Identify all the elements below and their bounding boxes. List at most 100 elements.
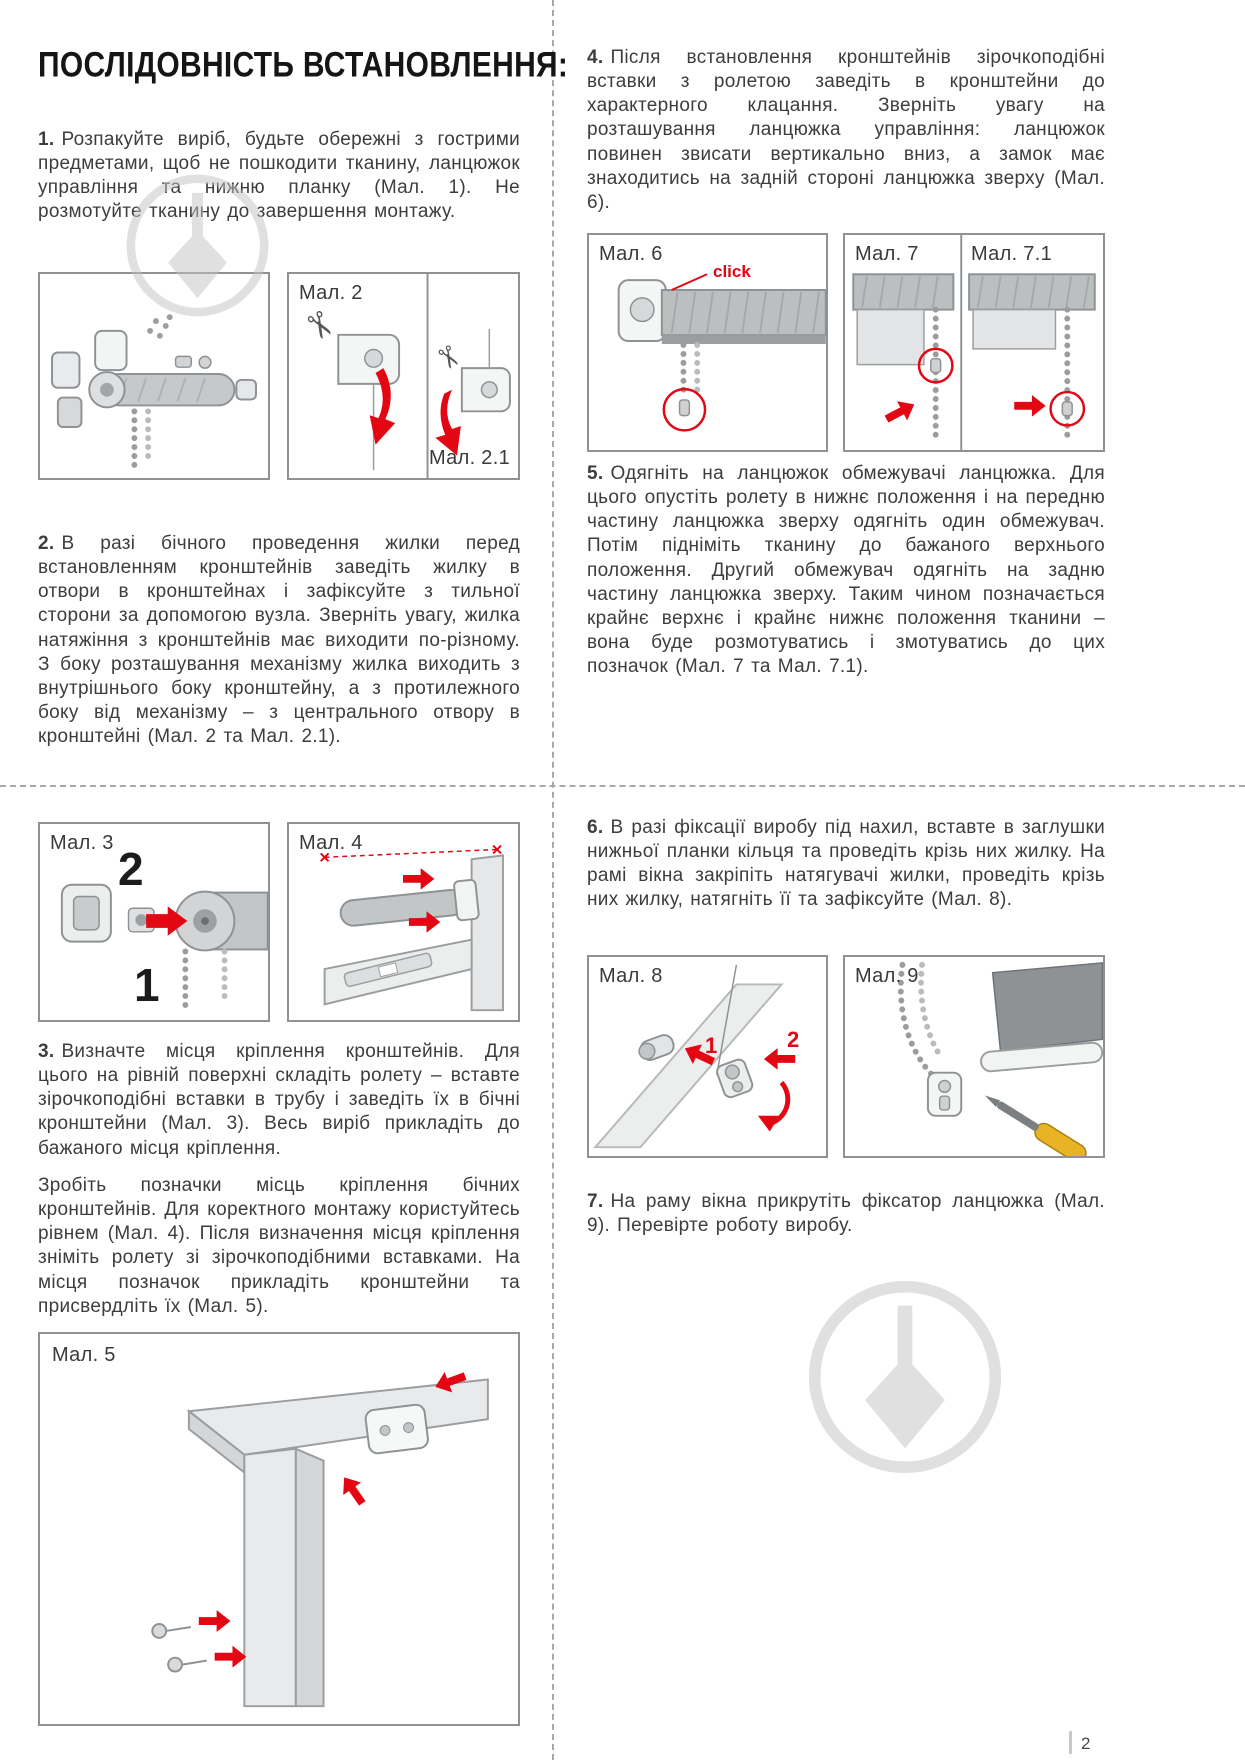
screws-icon <box>151 1623 207 1673</box>
click-leader-line <box>671 273 708 291</box>
window-frame <box>470 854 504 1012</box>
step-3-text: Визначте місця кріплення кронштейнів. Дл… <box>38 1041 520 1159</box>
red-arrow-icon <box>763 1048 796 1070</box>
figure-2-label: Мал. 2 <box>299 282 363 304</box>
red-arrow-icon <box>214 1645 247 1668</box>
figure-7-label: Мал. 7 <box>855 243 919 265</box>
step-6-text: В разі фіксації виробу під нахил, вставт… <box>587 817 1105 911</box>
figure-6-label: Мал. 6 <box>599 243 663 265</box>
step-2-text: В разі бічного проведення жилки перед вс… <box>38 533 520 747</box>
bracket-part <box>51 351 81 389</box>
paragraph-step-6: 6.В разі фіксації виробу під нахил, вста… <box>587 816 1105 913</box>
brand-watermark <box>800 1272 1010 1482</box>
figure-2-drawing: ✂ ✂ <box>295 274 511 478</box>
figure-9-drawing <box>897 961 1103 1156</box>
red-arrow-icon <box>435 1371 467 1393</box>
step-6-number: 6. <box>587 817 604 838</box>
red-highlight-circle <box>917 347 954 384</box>
step-4-number: 4. <box>587 47 604 68</box>
figure-3-drawing <box>60 883 268 1016</box>
figure-8-box: Мал. 8 1 2 <box>587 955 828 1158</box>
page-number-divider <box>1069 1731 1072 1754</box>
figure-1-drawing <box>51 314 257 472</box>
step-3b-text: Зробіть позначки місць кріплення бічних … <box>38 1175 520 1317</box>
red-arrow-icon <box>369 368 396 445</box>
scissors-icon: ✂ <box>295 303 344 348</box>
figure-5-label: Мал. 5 <box>52 1344 116 1366</box>
step-4-text: Після встановлення кронштейнів зірочкопо… <box>587 47 1105 213</box>
red-arrow-icon <box>343 1477 366 1506</box>
fabric-panel <box>856 308 925 366</box>
figure-2-box: ✂ ✂ Мал. 2 Мал. 2.1 <box>287 272 520 480</box>
figure-3-label: Мал. 3 <box>50 832 114 854</box>
step-1-text: Розпакуйте виріб, будьте обережні з гост… <box>38 129 520 223</box>
step-7-number: 7. <box>587 1191 604 1212</box>
cut-line-horizontal <box>0 785 1245 787</box>
red-arrow-icon <box>884 401 915 423</box>
step-1-number: 1. <box>38 129 55 150</box>
step-5-text: Одягніть на ланцюжок обмежувачі ланцюжка… <box>587 463 1105 677</box>
figure-6-drawing <box>617 273 826 432</box>
figure-3-step-2: 2 <box>118 843 144 895</box>
window-frame-side <box>243 1447 297 1708</box>
fabric-panel <box>991 962 1103 1052</box>
chain-stop <box>930 357 942 374</box>
figure-8-label: Мал. 8 <box>599 965 663 987</box>
paragraph-step-3b: Зробіть позначки місць кріплення бічних … <box>38 1174 520 1319</box>
figure-3-box: Мал. 3 2 1 <box>38 822 270 1022</box>
brand-watermark <box>120 168 275 323</box>
figure-9-box: Мал. 9 <box>843 955 1105 1158</box>
figure-8-drawing <box>593 964 796 1149</box>
step-2-number: 2. <box>38 533 55 554</box>
red-arrow-icon <box>435 389 461 456</box>
chain-stop <box>1061 401 1073 417</box>
screwdriver-icon <box>984 1095 1087 1156</box>
figure-4-drawing <box>319 844 504 1012</box>
roller-tube <box>852 273 955 311</box>
figure-7-drawing <box>852 235 1096 450</box>
figure-2-1-label: Мал. 2.1 <box>429 447 510 469</box>
cord-line <box>716 964 738 1075</box>
figure-3-step-1: 1 <box>134 959 160 1011</box>
step-7-text: На раму вікна прикрутіть фіксатор ланцюж… <box>587 1191 1105 1237</box>
red-arrow-icon <box>1014 395 1046 417</box>
cord-tensioner-part <box>716 1058 754 1099</box>
figure-4-box: Мал. 4 <box>287 822 520 1022</box>
figure-9-label: Мал. 9 <box>855 965 919 987</box>
roller-tube <box>339 888 465 927</box>
chain-fixator-part <box>926 1071 963 1117</box>
click-label: click <box>713 262 751 281</box>
figure-4-label: Мал. 4 <box>299 832 363 854</box>
cut-line-vertical <box>552 0 554 1760</box>
paragraph-step-7: 7.На раму вікна прикрутіть фіксатор ланц… <box>587 1190 1105 1238</box>
fabric-panel <box>972 308 1057 350</box>
bottom-bar <box>980 1041 1103 1073</box>
paragraph-step-2: 2.В разі бічного проведення жилки перед … <box>38 532 520 749</box>
red-highlight-circle <box>1049 390 1086 427</box>
paragraph-step-1: 1.Розпакуйте виріб, будьте обережні з го… <box>38 128 520 225</box>
figure-5-drawing <box>151 1371 489 1708</box>
screws-icon <box>147 314 173 339</box>
page-number: 2 <box>1081 1734 1091 1753</box>
step-5-number: 5. <box>587 463 604 484</box>
paragraph-step-5: 5.Одягніть на ланцюжок обмежувачі ланцюж… <box>587 462 1105 679</box>
x-marks <box>319 844 502 862</box>
window-frame <box>593 983 784 1149</box>
figure-7-box: Мал. 7 Мал. 7.1 <box>843 233 1105 452</box>
red-arrow-icon <box>408 911 441 933</box>
page-title: ПОСЛІДОВНІСТЬ ВСТАНОВЛЕННЯ: <box>38 46 569 85</box>
red-arrow-icon <box>684 1044 716 1066</box>
paragraph-step-3a: 3.Визначте місця кріплення кронштейнів. … <box>38 1040 520 1161</box>
chain-connector <box>678 399 691 417</box>
red-arrow-icon <box>146 906 188 936</box>
bead-chain <box>897 961 935 1078</box>
window-frame-top <box>186 1378 489 1456</box>
red-arrow-icon <box>198 1610 231 1632</box>
paragraph-step-4: 4.Після встановлення кронштейнів зірочко… <box>587 46 1105 215</box>
figure-7-1-label: Мал. 7.1 <box>971 243 1052 265</box>
figure-5-box: Мал. 5 <box>38 1332 520 1726</box>
bracket-part <box>364 1403 429 1455</box>
figure-8-step-2: 2 <box>787 1027 800 1052</box>
figure-6-box: Мал. 6 click <box>587 233 828 452</box>
